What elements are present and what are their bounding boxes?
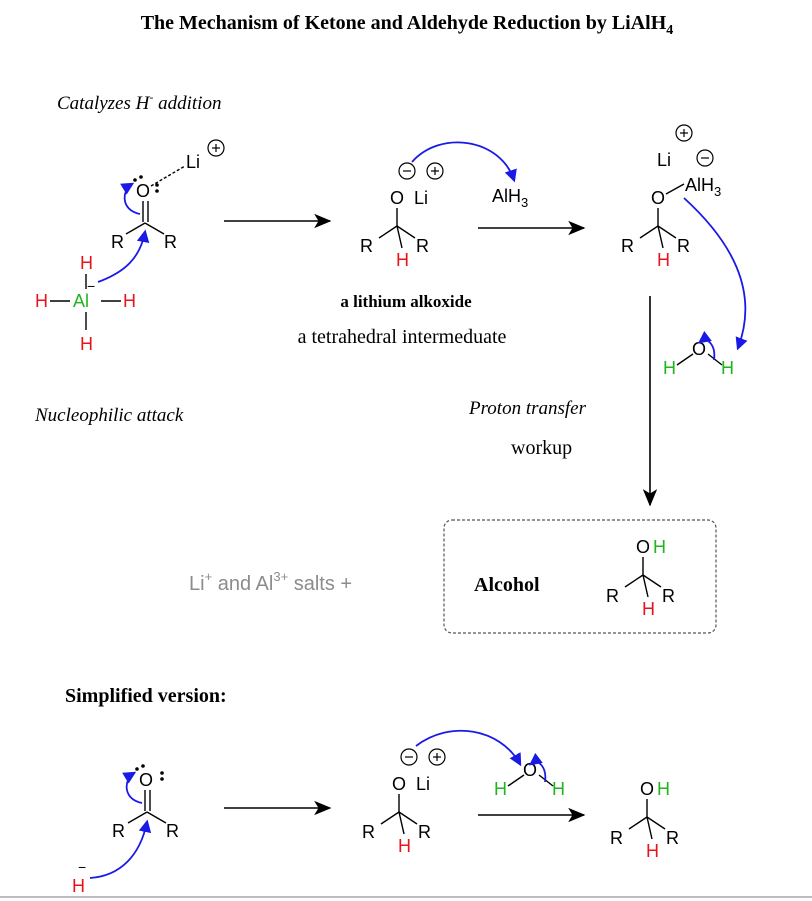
oxygen-atom-label: O [136, 181, 150, 201]
r-group-right: R [418, 822, 431, 842]
r-group-left: R [362, 822, 375, 842]
r-group-right: R [662, 586, 675, 606]
catalyzes-label: Catalyzes H- addition [57, 90, 221, 114]
aluminum-hydride-anion: H H Al − H H [35, 229, 150, 354]
li-atom-label: Li [657, 150, 671, 170]
r-group-left: R [360, 236, 373, 256]
r-group-left: R [610, 828, 623, 848]
page-title: The Mechanism of Ketone and Aldehyde Red… [141, 12, 674, 38]
new-hydrogen: H [657, 250, 670, 270]
curved-arrow-to-alh3-icon [411, 141, 517, 183]
curved-arrow-hydride-attack-icon [97, 229, 150, 283]
alcohol-structure: O H R R H [606, 537, 675, 619]
aluminum-atom-label: Al [73, 291, 89, 311]
li-atom-label: Li [416, 774, 430, 794]
alh3-label: AlH3 [492, 186, 528, 210]
proton-transfer-label: Proton transfer [468, 398, 587, 419]
oxygen-atom-label: O [636, 537, 650, 557]
new-hydrogen: H [398, 836, 411, 856]
aluminum-alkoxide-complex: Li O AlH3 R R H [621, 124, 748, 351]
positive-charge-icon [426, 162, 444, 180]
step1-carbonyl-complex: Li O R R [111, 139, 225, 252]
oxygen-atom-label: O [139, 770, 153, 790]
alcohol-label: Alcohol [474, 574, 540, 596]
positive-charge-icon [675, 124, 693, 142]
positive-charge-icon [428, 748, 446, 766]
r-group-left: R [112, 821, 125, 841]
r-group-right: R [666, 828, 679, 848]
positive-charge-icon [207, 139, 225, 157]
r-group-right: R [166, 821, 179, 841]
negative-charge-icon: − [87, 278, 95, 294]
alh3-label: AlH3 [685, 175, 721, 199]
nucleophilic-attack-label: Nucleophilic attack [34, 405, 184, 426]
curved-arrow-pi-bond-icon [122, 771, 143, 804]
li-o-coordination-bond [150, 165, 186, 187]
r-group-right: R [164, 232, 177, 252]
r-group-left: R [621, 236, 634, 256]
negative-charge-icon [696, 149, 714, 167]
r-group-left: R [111, 232, 124, 252]
water-h-right: H [552, 779, 565, 799]
li-atom-label: Li [414, 188, 428, 208]
curved-arrow-oh-bond-icon [697, 330, 716, 361]
hydride-top: H [80, 253, 93, 273]
simplified-alcohol: O H R R H [610, 779, 679, 861]
new-hydrogen: H [396, 250, 409, 270]
alcohol-product-box [443, 519, 717, 634]
hydride-bottom: H [80, 334, 93, 354]
curved-arrow-to-water-icon [415, 729, 522, 767]
water-h-right: H [721, 358, 734, 378]
lithium-alkoxide-label: a lithium alkoxide [340, 292, 472, 311]
curved-arrow-hydride-attack-icon [89, 819, 152, 879]
hydride-left: H [35, 291, 48, 311]
simplified-carbonyl: O R R − H [72, 764, 179, 896]
workup-label: workup [511, 437, 572, 459]
bottom-divider [0, 896, 812, 898]
curved-arrow-pi-bond-icon [120, 182, 141, 215]
li-atom-label: Li [186, 152, 200, 172]
r-group-right: R [416, 236, 429, 256]
salts-label: Li+ and Al3+ salts + [189, 569, 352, 595]
oxygen-atom-label: O [640, 779, 654, 799]
curved-arrow-to-water-icon [683, 197, 748, 351]
hydride-right: H [123, 291, 136, 311]
r-group-right: R [677, 236, 690, 256]
oxygen-atom-label: O [651, 188, 665, 208]
hydroxyl-hydrogen: H [657, 779, 670, 799]
water-h-left: H [494, 779, 507, 799]
simplified-water-molecule: H O H [494, 752, 565, 799]
water-molecule: H O H [663, 330, 734, 378]
oxygen-atom-label: O [392, 774, 406, 794]
new-hydrogen: H [642, 599, 655, 619]
tetrahedral-intermediate-label: a tetrahedral intermeduate [298, 326, 507, 348]
water-h-left: H [663, 358, 676, 378]
hydride-ion: H [72, 876, 85, 896]
oxygen-atom-label: O [390, 188, 404, 208]
hydroxyl-hydrogen: H [653, 537, 666, 557]
negative-charge-icon: − [78, 859, 86, 875]
r-group-left: R [606, 586, 619, 606]
curved-arrow-oh-bond-icon [528, 752, 547, 783]
simplified-version-heading: Simplified version: [65, 685, 227, 707]
new-hydrogen: H [646, 841, 659, 861]
negative-charge-icon [400, 748, 418, 766]
water-oxygen: O [692, 339, 706, 359]
lithium-alkoxide: O Li R R H AlH3 [360, 141, 528, 270]
simplified-alkoxide: O Li R R H [362, 729, 522, 856]
negative-charge-icon [398, 162, 416, 180]
